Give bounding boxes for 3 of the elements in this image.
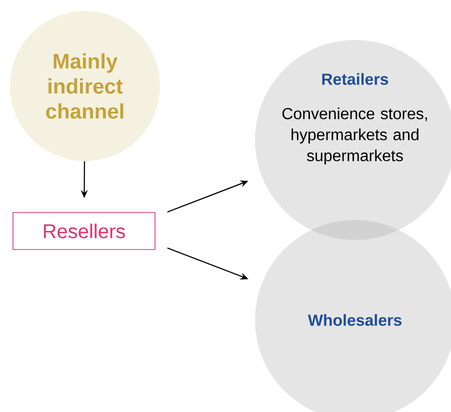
circle-node: Mainly indirect channel xyxy=(10,11,160,161)
label-box: Resellers xyxy=(12,212,156,250)
circle-label: Wholesalers xyxy=(308,314,402,326)
